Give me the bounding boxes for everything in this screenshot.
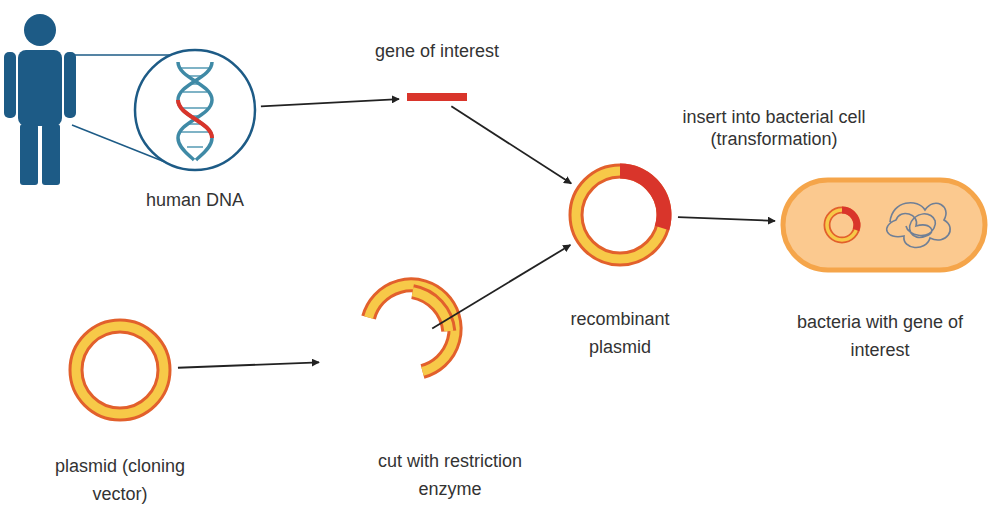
bacterial-plasmid <box>827 210 857 240</box>
plasmid-ring <box>76 326 164 414</box>
dna-strand <box>178 62 212 160</box>
zoom-circle <box>135 50 255 170</box>
bacterium-cell <box>783 180 985 270</box>
process-arrow <box>178 362 319 367</box>
stage-node: gene of interest <box>405 91 469 103</box>
recombinant-ring <box>576 171 664 259</box>
human-figure <box>4 14 76 185</box>
cut-plasmid-piece <box>413 292 449 332</box>
stage-caption: bacteria with gene of interest <box>795 308 965 364</box>
recombinant-ring <box>576 171 664 259</box>
process-arrow <box>261 99 399 106</box>
stage-node: cut with restriction enzyme <box>325 305 435 415</box>
bacterial-plasmid <box>827 210 857 240</box>
process-arrow <box>451 106 571 183</box>
plasmid-ring <box>76 326 164 414</box>
inserted-gene <box>620 171 664 228</box>
dna-strand <box>178 62 212 160</box>
stage-node: recombinant plasmid <box>568 163 672 267</box>
cut-plasmid <box>369 285 455 371</box>
stage-caption: human DNA <box>125 186 265 214</box>
cut-plasmid-piece <box>413 292 449 332</box>
cut-plasmid <box>369 285 455 371</box>
stage-node: plasmid (cloning vector) <box>68 318 172 422</box>
stage-caption: gene of interest <box>352 37 522 65</box>
stage-caption: cut with restriction enzyme <box>365 447 535 503</box>
stage-caption: recombinant plasmid <box>545 305 695 361</box>
arrow-label: insert into bacterial cell (transformati… <box>657 106 891 150</box>
gene-bar <box>407 93 467 101</box>
stage-node: bacteria with gene of interest <box>781 178 987 272</box>
dna-gene-segment <box>178 100 212 138</box>
bacterial-chromosome <box>887 203 950 248</box>
process-arrow <box>432 245 570 328</box>
bacterial-plasmid-gene <box>842 210 857 230</box>
process-arrow <box>678 217 775 221</box>
zoom-line <box>72 54 170 56</box>
stage-node: human DNA <box>135 50 255 170</box>
stage-caption: plasmid (cloning vector) <box>45 452 195 508</box>
